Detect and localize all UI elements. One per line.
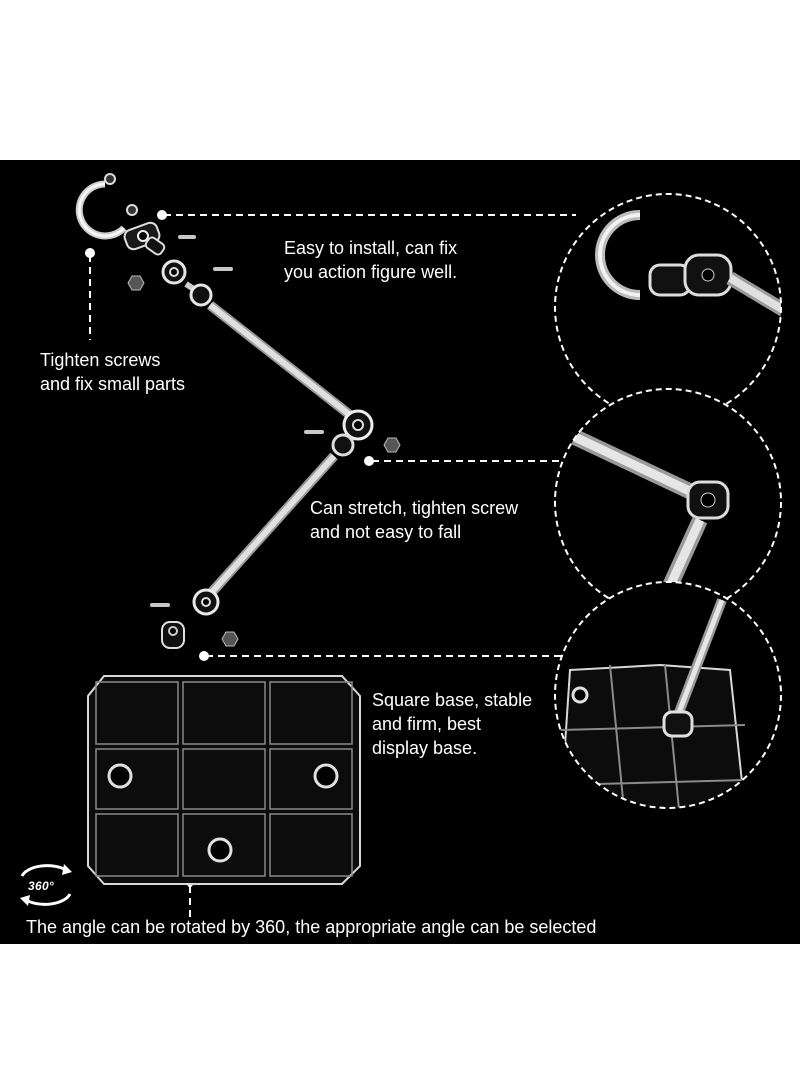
base-plate: [87, 675, 361, 885]
caption-install: Easy to install, can fix you action figu…: [284, 238, 458, 282]
caption-screws: Tighten screws and fix small parts: [40, 350, 186, 394]
rotate-360-label: 360°: [28, 879, 55, 893]
product-illustration: [20, 173, 782, 920]
rotate-360-icon: [20, 864, 72, 906]
leader-lines: [89, 214, 585, 920]
detail-circle-clamp: [554, 193, 782, 421]
loose-screws: [127, 235, 401, 647]
caption-base: Square base, stable and firm, best displ…: [372, 690, 533, 758]
product-panel: 360° Easy to install, can fix you action…: [0, 160, 800, 944]
stand-arm: [75, 173, 374, 649]
caption-stretch: Can stretch, tighten screw and not easy …: [310, 498, 519, 542]
detail-circle-base: [554, 581, 782, 809]
caption-rotate: The angle can be rotated by 360, the app…: [26, 917, 597, 937]
